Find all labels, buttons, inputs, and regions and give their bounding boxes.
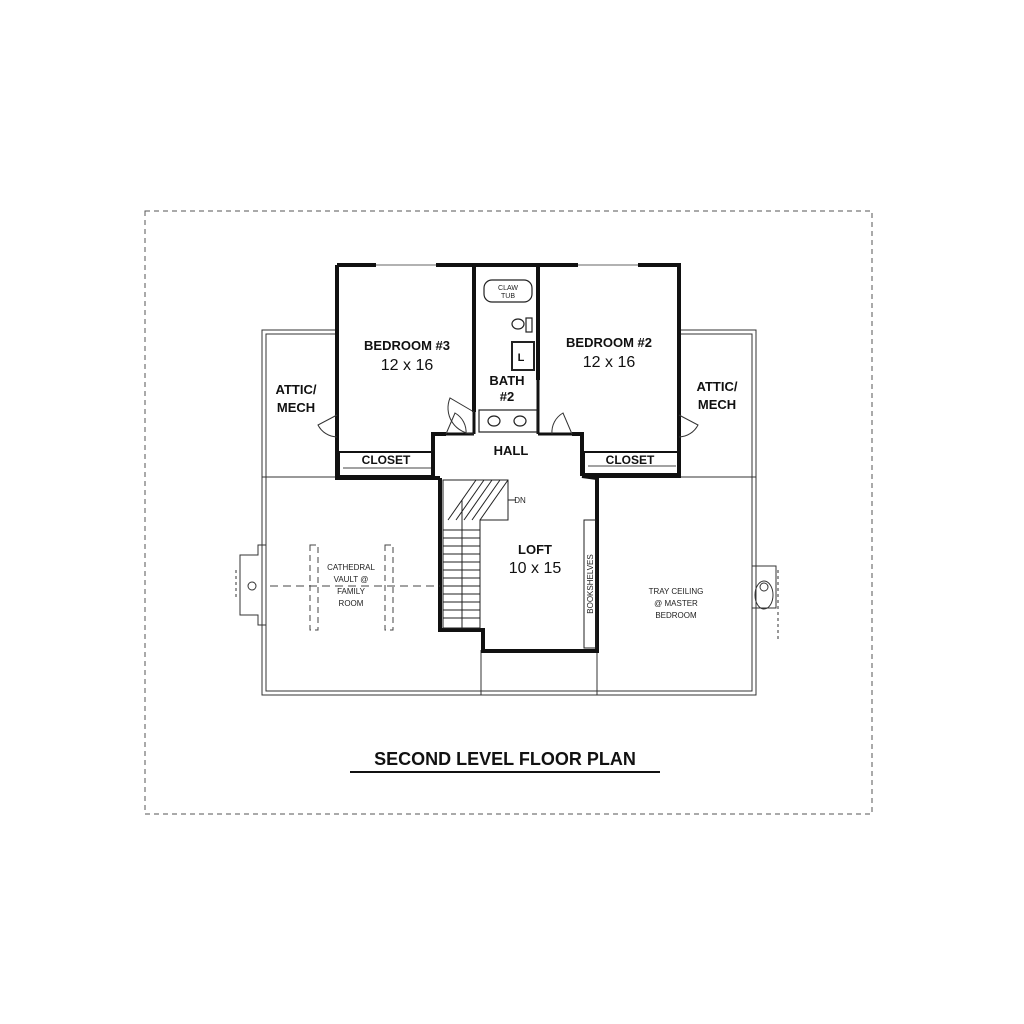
bedroom3-name: BEDROOM #3: [364, 338, 450, 353]
chimney-left: [235, 544, 266, 626]
closet-left: [338, 451, 434, 477]
bath-name: BATH: [489, 373, 524, 388]
tub-label-2: TUB: [501, 293, 515, 300]
cathedral-note-4: ROOM: [339, 599, 364, 608]
toilet: [511, 318, 525, 330]
stairs: [442, 479, 516, 629]
plan-title: SECOND LEVEL FLOOR PLAN: [374, 749, 636, 769]
bath-number: #2: [500, 389, 514, 404]
bookshelves-label: BOOKSHELVES: [586, 554, 595, 613]
loft-size: 10 x 15: [509, 560, 562, 577]
bedroom2-name: BEDROOM #2: [566, 335, 652, 350]
tray-note-1: TRAY CEILING: [649, 587, 704, 596]
outer-dashed-boundary: [144, 210, 873, 815]
tray-note-2: @ MASTER: [654, 599, 698, 608]
attic-left-line2: MECH: [277, 400, 315, 415]
bookshelves: [583, 519, 597, 649]
attic-left-line1: ATTIC/: [276, 382, 317, 397]
loft-name: LOFT: [518, 542, 552, 557]
closet-right-label: CLOSET: [606, 453, 655, 467]
stair-dn-label: DN: [514, 496, 526, 505]
vanity: [478, 409, 538, 433]
windows: [376, 262, 638, 268]
bedroom2-size: 12 x 16: [583, 354, 636, 371]
bedroom3-size: 12 x 16: [381, 357, 434, 374]
attic-right-line2: MECH: [698, 397, 736, 412]
doors: [317, 397, 699, 438]
exterior-walls: [335, 263, 681, 653]
roof-outline: [261, 329, 757, 696]
cathedral-note-2: VAULT @: [334, 575, 369, 584]
cathedral-note-3: FAMILY: [337, 587, 366, 596]
closet-left-label: CLOSET: [362, 453, 411, 467]
chimney-right: [752, 565, 779, 640]
claw-tub: [483, 279, 533, 303]
cathedral-vault-marks: [270, 544, 440, 631]
bath-fixtures: [478, 279, 538, 433]
tray-note-3: BEDROOM: [655, 611, 697, 620]
closet-right: [583, 451, 679, 475]
linen-label: L: [518, 352, 525, 364]
cathedral-note-1: CATHEDRAL: [327, 563, 375, 572]
hall-label: HALL: [494, 443, 529, 458]
attic-right-line1: ATTIC/: [697, 379, 738, 394]
linen-closet: [511, 341, 535, 371]
tub-label-1: CLAW: [498, 285, 518, 292]
